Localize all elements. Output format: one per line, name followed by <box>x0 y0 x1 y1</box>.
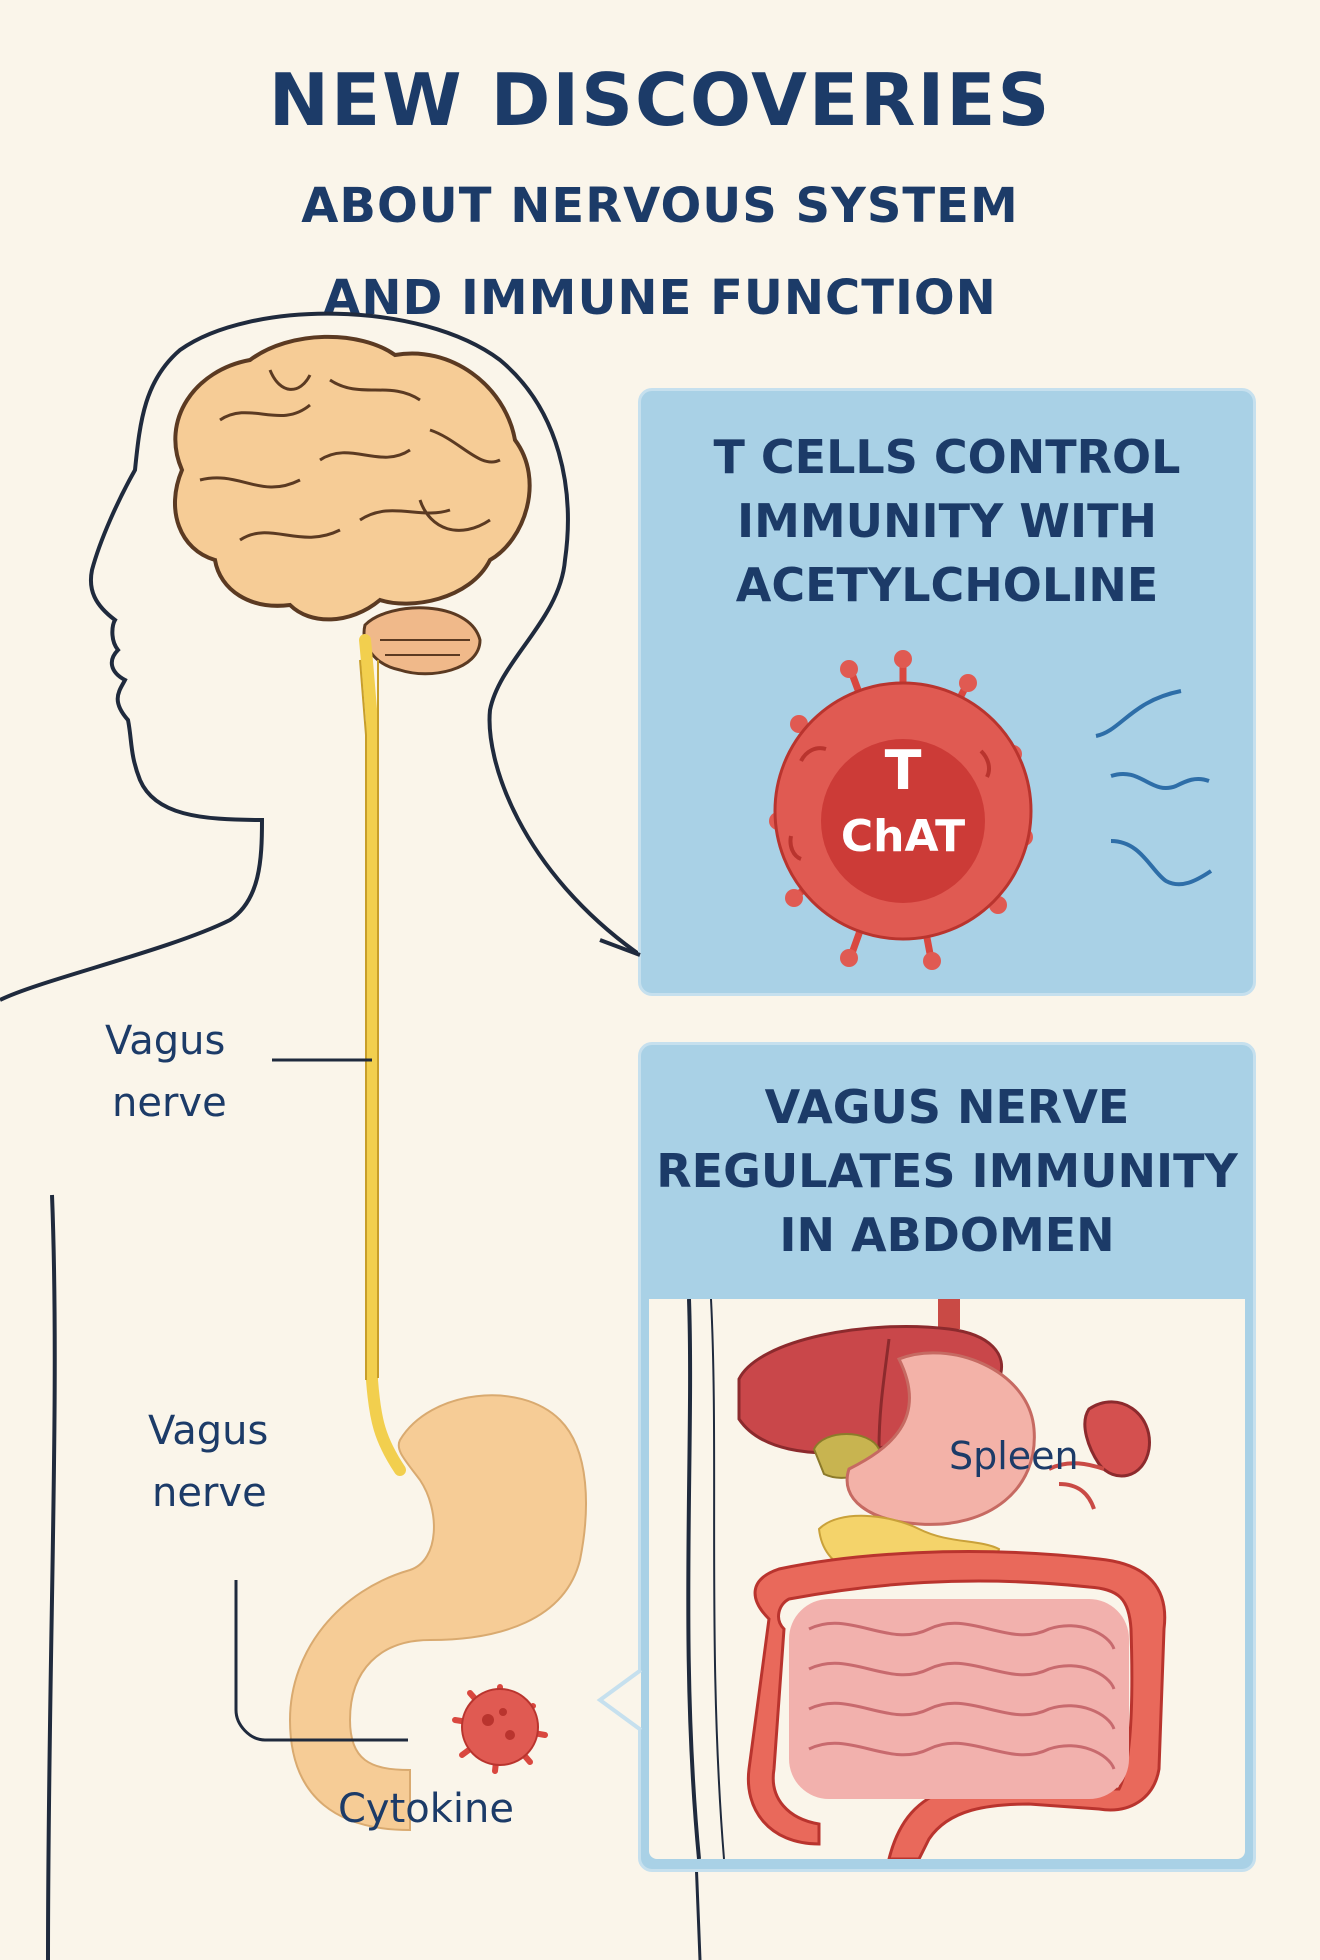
vagus-nerve <box>359 634 406 1476</box>
abdomen-stomach-icon <box>845 1351 1036 1526</box>
vagus-nerve-label-lower-2: nerve <box>152 1470 267 1516</box>
cytokine-cell-icon <box>452 1684 548 1774</box>
stomach-icon <box>288 1394 587 1832</box>
small-intestine-icon <box>789 1599 1129 1799</box>
abdomen-body-line <box>686 1299 701 1859</box>
panel-t-cells-title-3: ACETYLCHOLINE <box>735 558 1159 612</box>
panel-vagus-abdomen: VAGUS NERVE REGULATES IMMUNITY IN ABDOME… <box>638 1042 1256 1872</box>
acetylcholine-wave-1 <box>1095 689 1182 738</box>
abdomen-illustration <box>686 1299 1167 1859</box>
panel-t-cells-title-1: T CELLS CONTROL <box>713 430 1181 484</box>
spleen-label: Spleen <box>949 1434 1079 1478</box>
t-cell-icon <box>769 650 1033 970</box>
spleen-icon <box>1083 1400 1151 1478</box>
vagus-lower-leader <box>234 1580 408 1742</box>
panel-t-cells: T CELLS CONTROL IMMUNITY WITH ACETYLCHOL… <box>638 388 1256 996</box>
acetylcholine-wave-2 <box>1110 772 1210 790</box>
body-outline <box>0 311 642 1002</box>
panel-vagus-title-2: REGULATES IMMUNITY <box>656 1144 1238 1198</box>
vagus-nerve-label-lower-1: Vagus <box>148 1408 269 1454</box>
main-title: NEW DISCOVERIES <box>268 58 1052 142</box>
t-cell-chat-label: ChAT <box>840 811 966 862</box>
subtitle-line-2: AND IMMUNE FUNCTION <box>323 270 997 326</box>
cytokine-label: Cytokine <box>338 1786 514 1832</box>
panel-vagus-title-1: VAGUS NERVE <box>764 1080 1130 1134</box>
t-cell-letter: T <box>884 739 922 802</box>
t-cell-illustration <box>769 650 1213 970</box>
vagus-nerve-label-upper-2: nerve <box>112 1080 227 1126</box>
torso-left-line <box>46 1194 57 1960</box>
vagus-nerve-label-upper-1: Vagus <box>105 1018 226 1064</box>
panel-vagus-title-3: IN ABDOMEN <box>779 1208 1115 1262</box>
acetylcholine-wave-3 <box>1110 839 1213 887</box>
brain-icon <box>173 334 532 676</box>
panel-t-cells-title-2: IMMUNITY WITH <box>736 494 1158 548</box>
abdomen-inset: Spleen <box>649 1299 1245 1859</box>
subtitle-line-1: ABOUT NERVOUS SYSTEM <box>301 178 1019 234</box>
